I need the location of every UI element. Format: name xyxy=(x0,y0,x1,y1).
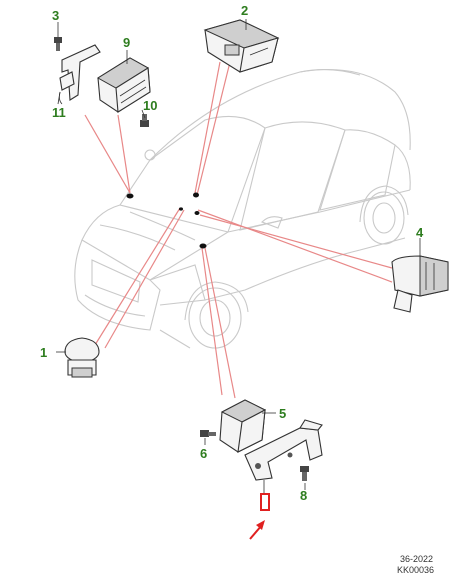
callout-10: 10 xyxy=(143,98,157,113)
callout-8: 8 xyxy=(300,488,307,503)
part-2-module xyxy=(203,19,280,73)
highlight-marker xyxy=(249,493,270,540)
callout-leader-lines xyxy=(56,19,421,490)
part-4-module xyxy=(391,255,449,313)
pink-leader-lines xyxy=(84,61,393,399)
screw-8-icon xyxy=(300,466,309,481)
callout-numbers: 3 2 9 10 11 4 1 5 6 8 xyxy=(40,3,424,503)
screw-3-icon xyxy=(54,37,62,51)
module-with-bracket-assembly xyxy=(54,37,151,127)
callout-2: 2 xyxy=(241,3,248,18)
sensor-location-markers xyxy=(126,192,207,249)
callout-1: 1 xyxy=(40,345,47,360)
module-5-bracket-assembly xyxy=(200,399,323,494)
indicator-arrow-icon xyxy=(249,520,265,540)
highlight-box xyxy=(260,493,270,511)
callout-11: 11 xyxy=(52,105,66,120)
figure-code: KK00036 xyxy=(397,565,434,575)
callout-3: 3 xyxy=(52,8,59,23)
callout-9: 9 xyxy=(123,35,130,50)
figure-reference: 36-2022 KK00036 xyxy=(397,554,434,575)
callout-6: 6 xyxy=(200,446,207,461)
vehicle-outline xyxy=(74,68,411,349)
callout-5: 5 xyxy=(279,406,286,421)
part-1-sensor xyxy=(64,337,100,378)
screw-6-icon xyxy=(200,430,216,437)
callout-4: 4 xyxy=(416,225,424,240)
figure-date: 36-2022 xyxy=(400,554,433,564)
